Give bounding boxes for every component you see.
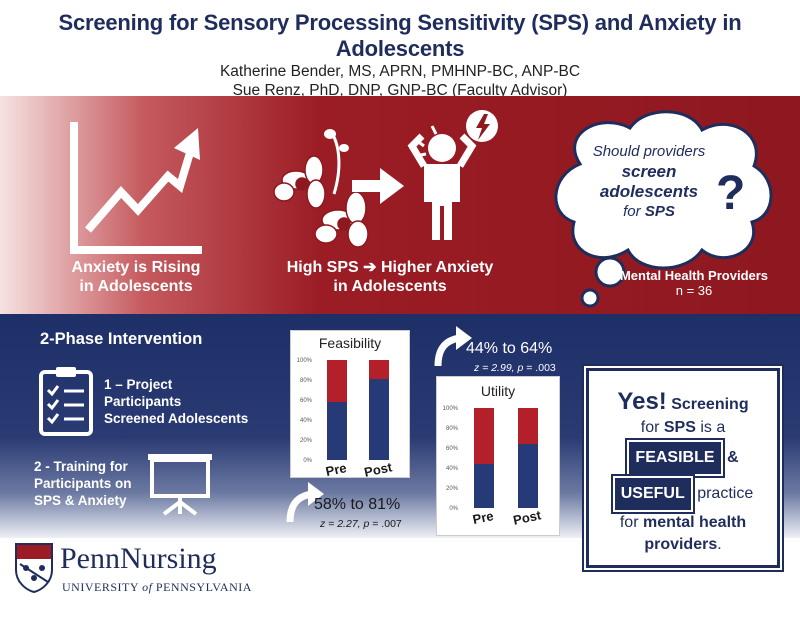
logo-wordmark: PennNursing [60,542,217,575]
feasibility-xtick-post: Post [363,459,394,480]
thought-cloud [554,110,773,308]
providers-label: Mental Health Providers n = 36 [619,268,769,298]
clipboard-checklist-icon [39,367,93,436]
utility-chart: 0% 20% 40% 60% 80% 100% Pre Post [443,406,543,528]
utility-bar-pre-1 [474,408,494,464]
step2-text: 2 - Training for Participants on SPS & A… [34,459,132,508]
feasibility-ytick: 80% [300,378,313,384]
step1-text: 1 – Project Participants Screened Adoles… [104,377,249,426]
feasibility-bar-post-1 [369,360,389,379]
feasibility-bar-pre-1 [327,360,347,402]
utility-bar-pre-0 [474,464,494,508]
question-mark-icon: ? [716,167,746,220]
feasibility-chart: 0% 20% 40% 60% 80% 100% Pre Post [297,358,394,480]
poster-title: Screening for Sensory Processing Sensiti… [58,10,742,61]
feasibility-change: 58% to 81% [314,496,401,513]
utility-xtick-post: Post [512,507,543,528]
feasibility-ytick: 60% [300,398,313,404]
sps-anxiety-label: High SPS ➔ Higher Anxiety in Adolescents [286,259,494,295]
author-primary: Katherine Bender, MS, APRN, PMHNP-BC, AN… [219,63,581,80]
feasibility-ytick: 100% [297,358,313,364]
stressed-person-icon [407,110,498,240]
feasibility-chart-title: Feasibility [318,335,382,351]
header: Screening for Sensory Processing Sensiti… [0,0,800,99]
utility-xtick-pre: Pre [471,508,495,527]
penn-shield-icon [15,543,53,594]
utility-stat: z = 2.99, p = .003 [474,362,556,374]
utility-bar-post-0 [518,444,538,508]
utility-ytick: 40% [446,466,459,472]
feasibility-xtick-pre: Pre [324,460,348,479]
author-advisor: Sue Renz, PhD, DNP, GNP-BC (Faculty Advi… [232,82,568,99]
feasibility-bar-pre-0 [327,402,347,460]
feasibility-ytick: 40% [300,418,313,424]
orchid-icon [273,129,369,248]
utility-change: 44% to 64% [466,340,553,357]
logo-university: University of Pennsylvania [62,580,252,594]
presentation-board-icon [148,454,212,516]
utility-ytick: 60% [446,446,459,452]
utility-ytick: 0% [449,506,458,512]
cloud-question: Should providers screen adolescents for … [592,143,706,220]
intervention-title: 2-Phase Intervention [40,330,203,348]
utility-chart-title: Utility [480,383,516,399]
right-arrow-icon [352,168,404,204]
useful-tag: USEFUL [610,474,695,514]
utility-ytick: 20% [446,486,459,492]
feasibility-stat: z = 2.27, p = .007 [320,518,402,530]
curved-up-arrow-icon [286,482,324,523]
curved-up-arrow-icon-2 [434,326,472,367]
rising-label: Anxiety is Rising in Adolescents [71,259,201,295]
utility-chart-panel: Utility [436,376,560,536]
feasible-tag: FEASIBLE [625,438,725,478]
feasibility-ytick: 20% [300,438,313,444]
utility-bar-post-1 [518,408,538,444]
rising-chart-icon [70,122,202,254]
utility-ytick: 100% [443,406,459,412]
utility-ytick: 80% [446,426,459,432]
yes-word: Yes! [617,388,667,415]
feasibility-bar-post-0 [369,379,389,460]
conclusion-box: Yes! Screening for SPS is a FEASIBLE & U… [584,366,782,570]
feasibility-ytick: 0% [303,458,312,464]
feasibility-chart-panel: Feasibility [290,330,410,478]
